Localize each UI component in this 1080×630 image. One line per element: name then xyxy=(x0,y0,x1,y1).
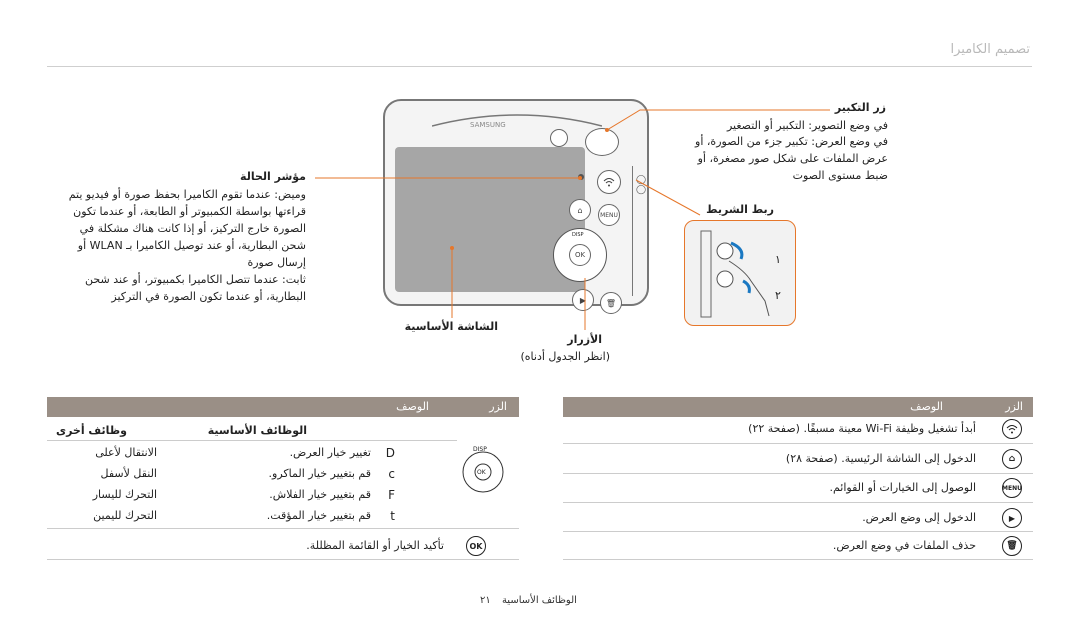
zoom-button-title: زر التكبير xyxy=(834,101,886,114)
home-button: ⌂ xyxy=(569,199,591,221)
page-number: ٢١ xyxy=(480,595,491,606)
left-subheader: الوظائف الأساسية وظائف أخرى xyxy=(47,422,457,440)
row-key: F xyxy=(388,488,395,502)
footer-section: الوظائف الأساسية xyxy=(501,595,577,606)
camera-brand-logo: SAMSUNG xyxy=(470,121,506,129)
table-row: c قم بتغيير خيار الماكرو. النقل لأسفل xyxy=(47,467,457,485)
right-header-button: الزر xyxy=(1005,400,1023,413)
buttons-sublabel: (انظر الجدول أدناه) xyxy=(520,350,610,363)
row-divider xyxy=(563,559,1033,560)
row-basic: تغيير خيار العرض. xyxy=(289,446,371,459)
row-key: D xyxy=(385,446,395,460)
ok-description: تأكيد الخيار أو القائمة المظللة. xyxy=(306,539,444,552)
strap-title: ربط الشريط xyxy=(706,203,774,216)
ok-text: OK xyxy=(477,469,486,476)
row-divider xyxy=(563,473,1033,474)
strap-illustration xyxy=(700,230,770,318)
sub-basic: الوظائف الأساسية xyxy=(207,424,307,437)
row-divider xyxy=(47,559,519,560)
ok-button: OK xyxy=(569,244,591,266)
left-header-button: الزر xyxy=(489,400,507,413)
wifi-description: أبدأ تشغيل وظيفة Wi-Fi معينة مسبقًا. (صف… xyxy=(748,422,976,435)
row-basic: قم بتغيير خيار الماكرو. xyxy=(268,467,371,480)
row-divider xyxy=(47,528,519,529)
right-header-desc: الوصف xyxy=(910,400,943,413)
row-key: c xyxy=(388,467,395,481)
row-basic: قم بتغيير خيار المؤقت. xyxy=(266,509,371,522)
home-description: الدخول إلى الشاشة الرئيسية. (صفحة ٢٨) xyxy=(785,452,976,465)
status-line-2: قراءتها بواسطة الكمبيوتر أو الطابعة، أو … xyxy=(73,205,306,218)
zoom-line-3: عرض الملفات على شكل صور مصغرة، أو xyxy=(697,152,888,165)
shutter-small-button xyxy=(550,129,568,147)
wifi-button xyxy=(597,170,621,194)
playback-button: ▶ xyxy=(572,289,594,311)
row-divider xyxy=(563,531,1033,532)
row-other: الانتقال لأعلى xyxy=(95,446,157,459)
strap-step-1: ١ xyxy=(775,253,781,266)
row-other: التحرك لليمين xyxy=(93,509,157,522)
camera-side-edge xyxy=(632,166,645,296)
screen-label: الشاشة الأساسية xyxy=(404,320,498,333)
zoom-line-4: ضبط مستوى الصوت xyxy=(792,169,888,182)
row-other: التحرك لليسار xyxy=(92,488,157,501)
trash-icon: 🗑 xyxy=(1002,536,1022,556)
menu-icon: MENU xyxy=(1002,478,1022,498)
status-title: مؤشر الحالة xyxy=(240,170,306,183)
table-row: D تغيير خيار العرض. الانتقال لأعلى xyxy=(47,446,457,464)
left-header-desc: الوصف xyxy=(396,400,429,413)
status-line-7: البطارية، أو عندما تكون الصورة في التركي… xyxy=(111,290,306,303)
camera-top-edge xyxy=(431,108,603,128)
page-section-title: تصميم الكاميرا xyxy=(950,42,1031,57)
status-line-5: إرسال صورة xyxy=(247,256,306,269)
page-footer: الوظائف الأساسية ٢١ xyxy=(480,595,577,606)
header-divider xyxy=(47,66,1032,67)
main-screen xyxy=(395,147,585,292)
sub-divider xyxy=(47,440,457,441)
wifi-icon xyxy=(1002,419,1022,439)
strap-step-2: ٢ xyxy=(775,289,781,302)
status-line-3: الصورة خارج التركيز، أو إذا كانت هناك مش… xyxy=(79,222,306,235)
row-divider xyxy=(563,443,1033,444)
zoom-line-2: في وضع العرض: تكبير جزء من الصورة، أو xyxy=(695,135,888,148)
ok-icon: OK xyxy=(466,536,486,556)
strap-inset: ١ ٢ xyxy=(684,220,796,326)
status-line-4: شحن البطارية، أو عند توصيل الكاميرا بـ W… xyxy=(77,239,306,252)
row-key: t xyxy=(390,509,395,523)
home-icon: ⌂ xyxy=(1002,449,1022,469)
delete-button: 🗑 xyxy=(600,292,622,314)
left-table-header: الزر الوصف xyxy=(47,397,519,417)
right-table-header: الزر الوصف xyxy=(563,397,1033,417)
table-row: F قم بتغيير خيار الفلاش. التحرك لليسار xyxy=(47,488,457,506)
row-other: النقل لأسفل xyxy=(100,467,157,480)
play-description: الدخول إلى وضع العرض. xyxy=(862,511,976,524)
sub-other: وظائف أخرى xyxy=(55,424,127,437)
disp-label: DISP xyxy=(572,232,584,238)
row-divider xyxy=(563,502,1033,503)
zoom-line-1: في وضع التصوير: التكبير أو التصغير xyxy=(726,119,888,132)
table-row: t قم بتغيير خيار المؤقت. التحرك لليمين xyxy=(47,509,457,527)
row-basic: قم بتغيير خيار الفلاش. xyxy=(269,488,371,501)
menu-description: الوصول إلى الخيارات أو القوائم. xyxy=(829,481,976,494)
play-icon: ▶ xyxy=(1002,508,1022,528)
disp-text: DISP xyxy=(473,446,487,453)
menu-button: MENU xyxy=(598,204,620,226)
trash-description: حذف الملفات في وضع العرض. xyxy=(832,539,976,552)
strap-lug: ◯◯ xyxy=(636,175,647,195)
buttons-label: الأزرار xyxy=(567,333,602,346)
status-line-1: وميض: عندما تقوم الكاميرا بحفظ صورة أو ف… xyxy=(68,188,306,201)
disp-dial-icon: DISP OK xyxy=(462,444,504,504)
zoom-shutter-button xyxy=(585,128,619,156)
navigation-dial: OK DISP xyxy=(553,228,607,282)
status-line-6: ثابت: عندما تتصل الكاميرا بكمبيوتر، أو ع… xyxy=(85,273,306,286)
